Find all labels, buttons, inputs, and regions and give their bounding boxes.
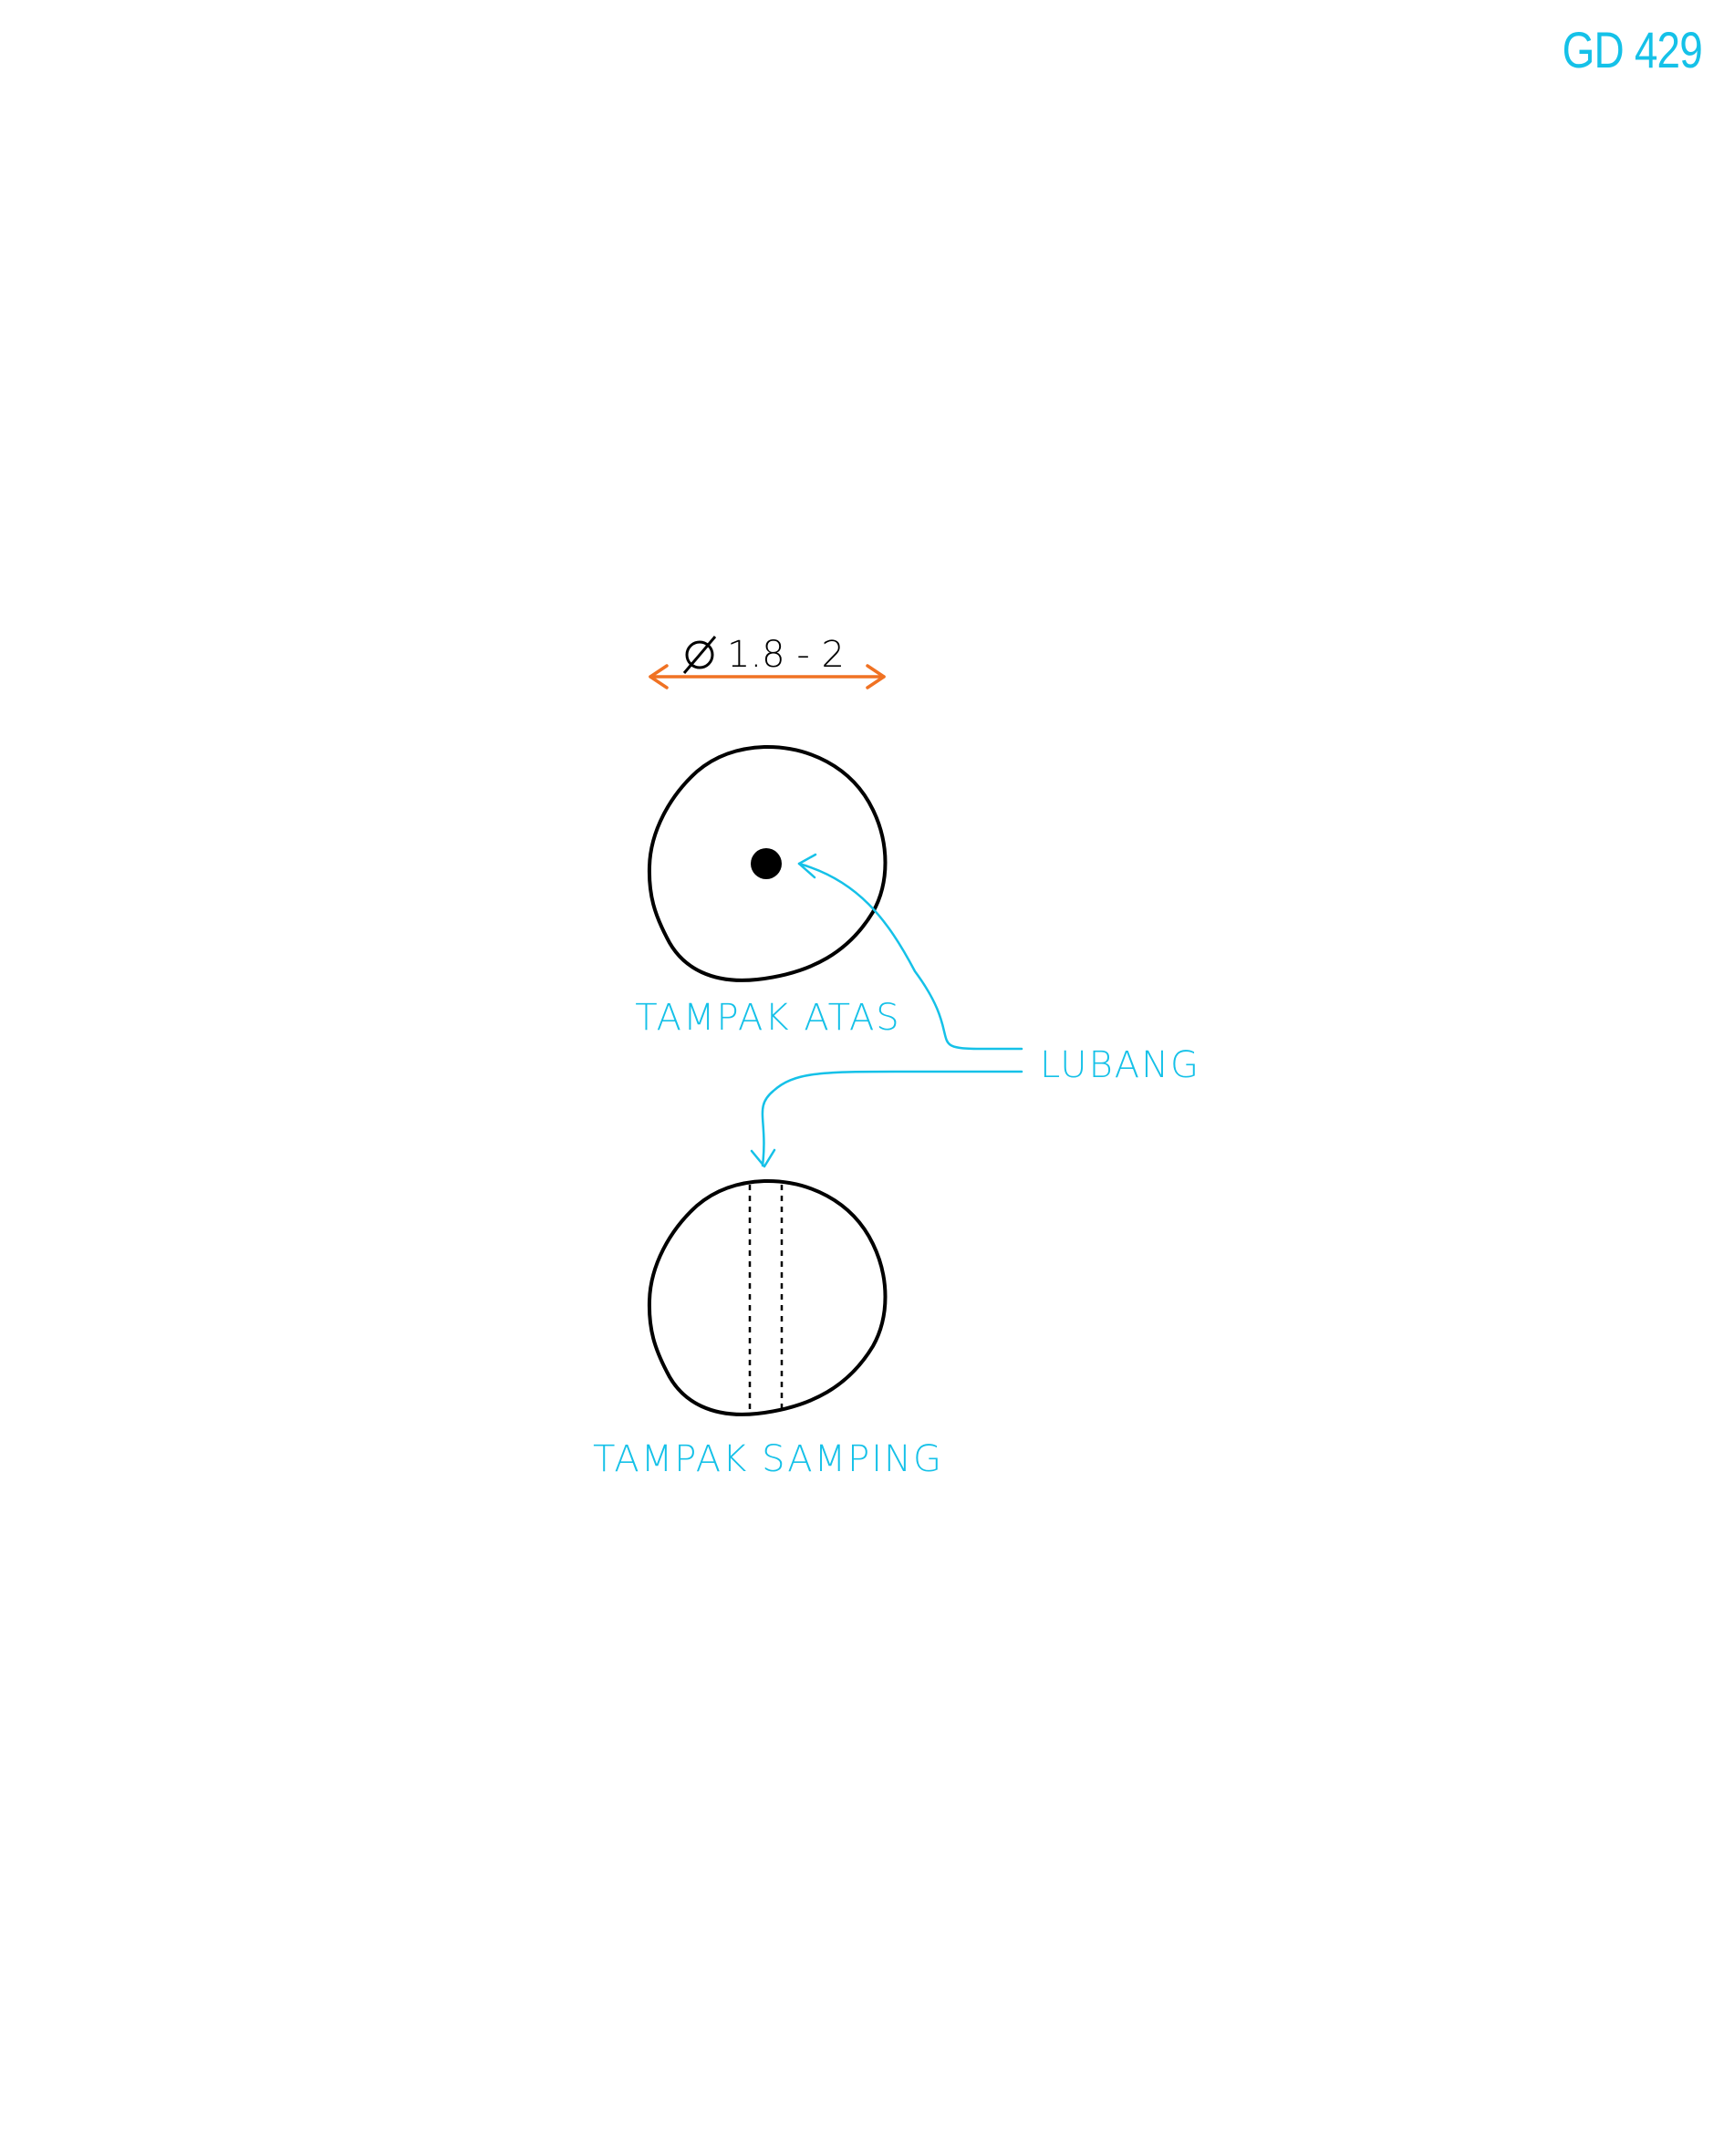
leader-arrow-side-icon	[750, 1148, 776, 1168]
arrow-left-icon	[649, 664, 669, 689]
dimension-arrow	[649, 664, 886, 689]
top-view-label: TAMPAK ATAS	[635, 997, 900, 1039]
hole-channel	[748, 1185, 784, 1414]
dimension-value: 1.8 - 2	[727, 634, 845, 676]
hole-icon	[751, 848, 782, 879]
leader-arrow-top-icon	[797, 853, 817, 879]
arrow-right-icon	[866, 664, 886, 689]
callout-label: LUBANG	[1040, 1044, 1200, 1086]
dimension-label: 1.8 - 2	[682, 634, 845, 676]
diameter-symbol-icon	[682, 636, 717, 674]
side-view-outline	[647, 1178, 888, 1416]
callout-leaders	[750, 853, 1023, 1168]
top-view-outline	[647, 744, 888, 982]
drawing-code: GD 429	[1562, 21, 1703, 78]
side-view-label: TAMPAK SAMPING	[593, 1438, 943, 1480]
